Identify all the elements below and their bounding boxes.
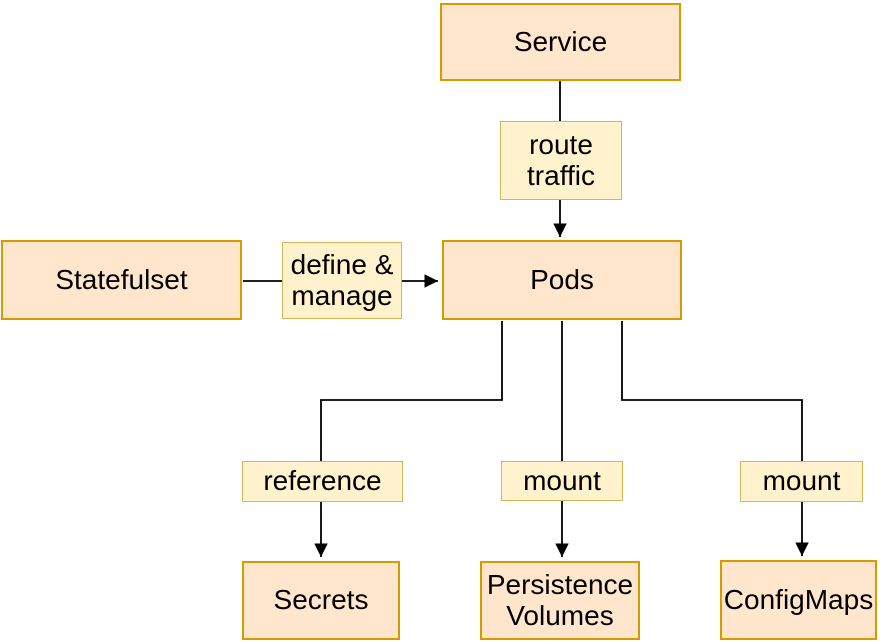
edge-pods-configmaps — [621, 321, 809, 556]
node-configmaps: ConfigMaps — [720, 560, 877, 640]
node-secrets: Secrets — [242, 561, 400, 640]
edge-label-mount-persistence: mount — [501, 461, 623, 501]
edge-label-define-manage: define & manage — [282, 242, 402, 319]
edge-pods-secrets — [314, 321, 503, 557]
node-pods: Pods — [442, 240, 682, 320]
node-statefulset: Statefulset — [1, 240, 242, 320]
edge-label-mount-configmaps: mount — [740, 461, 863, 502]
node-service: Service — [440, 3, 681, 81]
edge-label-reference: reference — [242, 461, 403, 502]
node-persistence-volumes: Persistence Volumes — [480, 561, 640, 640]
edge-label-route-traffic: route traffic — [500, 121, 622, 200]
